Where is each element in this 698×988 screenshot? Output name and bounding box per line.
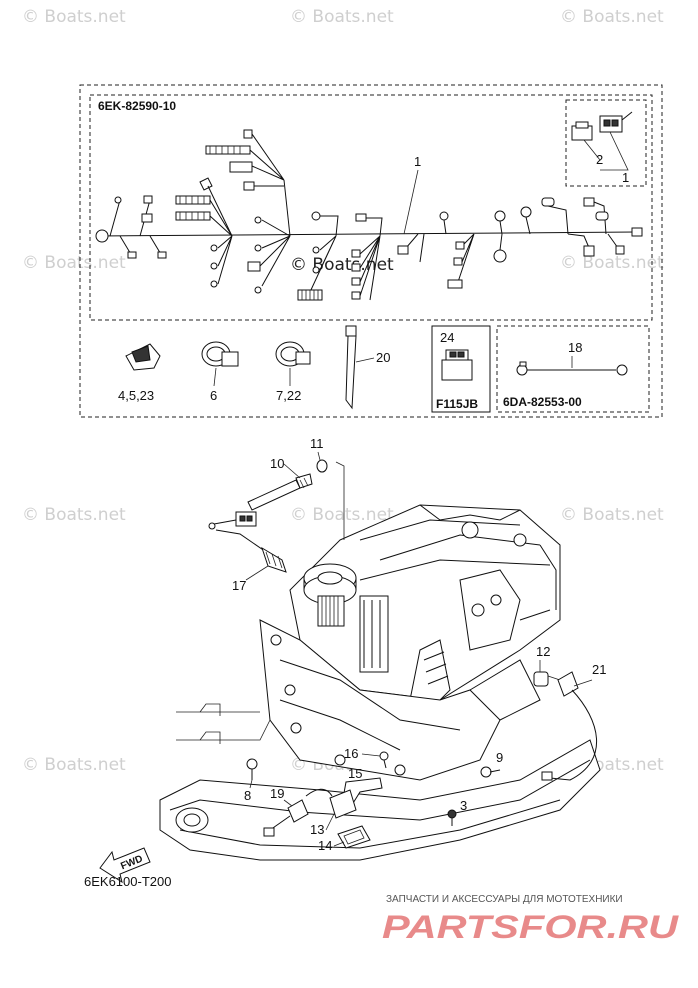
- lead-18: [516, 361, 628, 376]
- connector-frame: [565, 99, 647, 187]
- lead-kit-code: 6DA-82553-00: [503, 395, 582, 409]
- box-24-frame: [431, 325, 491, 413]
- callout-9: 9: [496, 750, 503, 765]
- connector-parts-1-2: 2 1: [571, 111, 633, 185]
- plug-19: [263, 799, 309, 837]
- callout-20: 20: [376, 350, 390, 365]
- model-code: F115JB: [436, 397, 478, 411]
- engine-block: [259, 504, 561, 781]
- watermark: © Boats.net: [560, 7, 664, 27]
- bolt-8: [246, 758, 258, 780]
- watermark: © Boats.net: [22, 505, 126, 525]
- callout-4-5-23: 4,5,23: [118, 388, 154, 403]
- callout-2: 2: [596, 152, 603, 167]
- watermark: © Boats.net: [290, 7, 394, 27]
- callout-16: 16: [344, 746, 358, 761]
- bolt-9: [480, 766, 501, 778]
- harness-frame: [89, 94, 653, 321]
- callout-6: 6: [210, 388, 217, 403]
- watermark: © Boats.net: [22, 7, 126, 27]
- sensor-17: [208, 511, 287, 573]
- callout-1-secondary: 1: [622, 170, 629, 185]
- cap-12: [533, 671, 561, 687]
- callout-3: 3: [460, 798, 467, 813]
- callout-12: 12: [536, 644, 550, 659]
- callout-1: 1: [414, 154, 421, 169]
- lead-21: [541, 671, 597, 781]
- brand-logo: PARTSFOR.RU: [382, 909, 679, 945]
- watermark: © Boats.net: [290, 255, 394, 275]
- outer-kit-frame: [79, 84, 663, 418]
- brand-tagline: ЗАПЧАСТИ И АКСЕССУАРЫ ДЛЯ МОТОТЕХНИКИ: [386, 894, 623, 905]
- callout-24: 24: [440, 330, 454, 345]
- callout-10: 10: [270, 456, 284, 471]
- watermark: © Boats.net: [560, 253, 664, 273]
- clip-4-5-23: [125, 343, 161, 371]
- part-13: [305, 788, 357, 819]
- clamp-6: [201, 341, 239, 367]
- callout-19: 19: [270, 786, 284, 801]
- callout-21: 21: [592, 662, 606, 677]
- callout-18: 18: [568, 340, 582, 355]
- clamp-7-22: [275, 341, 311, 367]
- watermark: © Boats.net: [560, 505, 664, 525]
- callout-11: 11: [310, 436, 324, 451]
- relay-24: [441, 349, 473, 381]
- watermark: © Boats.net: [22, 253, 126, 273]
- wire-harness: [95, 129, 643, 301]
- callout-17: 17: [232, 578, 246, 593]
- gasket-14: [337, 825, 371, 849]
- callout-14: 14: [318, 838, 332, 853]
- harness-kit-code: 6EK-82590-10: [98, 99, 176, 113]
- watermark: © Boats.net: [22, 755, 126, 775]
- callout-15: 15: [348, 766, 362, 781]
- callout-7-22: 7,22: [276, 388, 301, 403]
- o-ring-11: [316, 459, 328, 473]
- cable-tie-20: [345, 325, 357, 410]
- diagram-code: 6EK6100-T200: [84, 874, 171, 889]
- screw-3: [447, 809, 457, 826]
- watermark: © Boats.net: [290, 505, 394, 525]
- callout-8: 8: [244, 788, 251, 803]
- callout-13: 13: [310, 822, 324, 837]
